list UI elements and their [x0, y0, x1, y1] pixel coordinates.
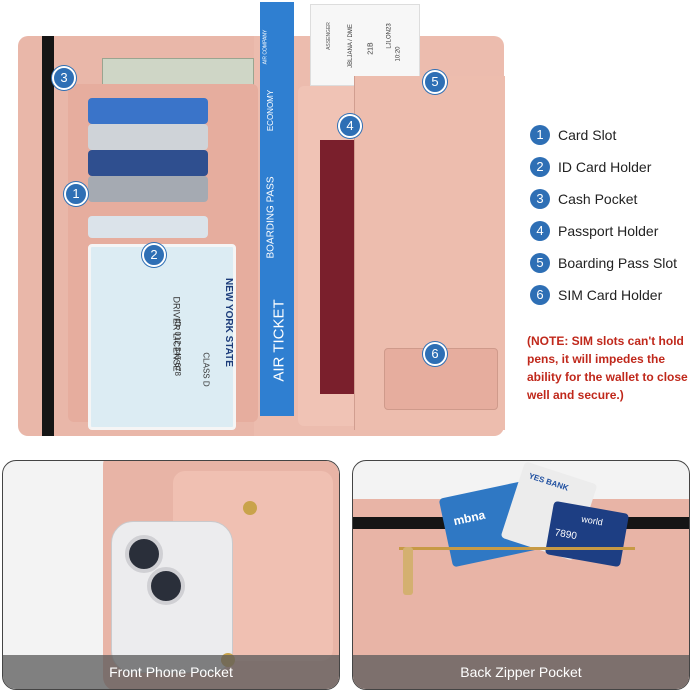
legend-label: SIM Card Holder [558, 287, 663, 303]
id-card-window: NEW YORK STATE DRIVER LICENSE ID: 012 34… [88, 244, 236, 430]
badge-2: 2 [142, 243, 166, 267]
legend-label: ID Card Holder [558, 159, 652, 175]
legend-label: Cash Pocket [558, 191, 638, 207]
back-pocket-caption: Back Zipper Pocket [353, 655, 689, 689]
sim-note: (NOTE: SIM slots can't hold pens, it wil… [527, 334, 688, 402]
card-brand: mbna [452, 507, 487, 529]
legend-label: Card Slot [558, 127, 617, 143]
legend-number: 5 [530, 253, 550, 273]
legend-number: 6 [530, 285, 550, 305]
ticket-economy: ECONOMY [266, 89, 276, 132]
card-blue [88, 98, 208, 124]
id-card-state: NEW YORK STATE [223, 278, 235, 367]
legend-item: 2 ID Card Holder [530, 156, 651, 178]
card-brand: YES BANK [527, 471, 570, 493]
zipper-line [399, 547, 635, 550]
ticket-stub: ASSENGER JBLJANA / DME 21B LJLON23 10:20 [310, 4, 420, 86]
elastic-band [42, 36, 54, 436]
legend-label: Passport Holder [558, 223, 659, 239]
back-zipper-pocket-panel: mbna YES BANK world 7890 Back Zipper Poc… [352, 460, 690, 690]
badge-5: 5 [423, 70, 447, 94]
ticket-air-ticket: AIR TICKET [270, 299, 288, 382]
stub-line: JBLJANA / DME [347, 24, 354, 68]
legend-item: 5 Boarding Pass Slot [530, 252, 677, 274]
legend-item: 6 SIM Card Holder [530, 284, 662, 306]
air-ticket: AIR COMPANY ECONOMY BOARDING PASS AIR TI… [260, 2, 294, 416]
legend-number: 3 [530, 189, 550, 209]
legend-item: 4 Passport Holder [530, 220, 658, 242]
stub-line: 21B [367, 42, 375, 55]
front-pocket-caption: Front Phone Pocket [3, 655, 339, 689]
id-card-class: CLASS D [201, 352, 211, 387]
front-phone-pocket-panel: Front Phone Pocket [2, 460, 340, 690]
card-silver [88, 124, 208, 150]
legend-item: 3 Cash Pocket [530, 188, 637, 210]
badge-1: 1 [64, 182, 88, 206]
legend-number: 1 [530, 125, 550, 145]
card-brand: world [580, 513, 604, 528]
camera-lens [147, 567, 185, 605]
zipper-pull [403, 547, 413, 595]
badge-4: 4 [338, 114, 362, 138]
wallet-open: NEW YORK STATE DRIVER LICENSE ID: 012 34… [18, 2, 505, 436]
snap-button [243, 501, 257, 515]
legend-number: 2 [530, 157, 550, 177]
stub-line: LJLON23 [386, 23, 393, 49]
legend-item: 1 Card Slot [530, 124, 616, 146]
card-light [88, 216, 208, 238]
badge-6: 6 [423, 342, 447, 366]
stub-line: ASSENGER [325, 22, 332, 50]
legend-number: 4 [530, 221, 550, 241]
stub-line: 10:20 [395, 46, 402, 62]
card-number: 7890 [553, 527, 578, 543]
ticket-airline: AIR COMPANY [262, 29, 269, 65]
card-grey [88, 176, 208, 202]
ticket-boarding-pass: BOARDING PASS [265, 176, 277, 259]
legend-label: Boarding Pass Slot [558, 255, 678, 271]
id-card-number: ID: 012 345 678 [172, 319, 182, 376]
badge-3: 3 [52, 66, 76, 90]
camera-lens [125, 535, 163, 573]
card-navy [88, 150, 208, 176]
